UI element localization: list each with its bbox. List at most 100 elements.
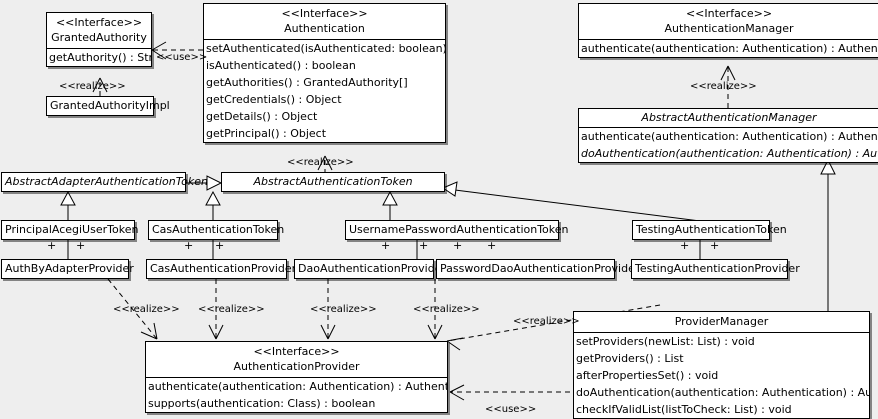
class-name: AuthByAdapterProvider — [5, 262, 134, 275]
operation: supports(authentication: Class) : boolea… — [148, 397, 376, 410]
class-name: PrincipalAcegiUserToken — [5, 223, 139, 236]
class-cas-authentication-token[interactable]: CasAuthenticationToken — [148, 220, 285, 240]
label-realize-password-dao-provider: <<realize>> — [413, 304, 480, 315]
class-header: <<Interface>> AuthenticationProvider — [146, 342, 447, 377]
association-marker: + — [453, 239, 463, 252]
label-use-provider-manager: <<use>> — [485, 404, 537, 415]
stereotype: <<Interface>> — [281, 7, 368, 20]
operations-compartment: authenticate(authentication: Authenticat… — [146, 377, 447, 412]
class-name: Authentication — [284, 22, 365, 35]
association-marker: + — [215, 239, 225, 252]
class-name: AbstractAuthenticationToken — [253, 175, 413, 188]
class-header: AuthByAdapterProvider — [2, 260, 134, 278]
class-cas-authentication-provider[interactable]: CasAuthenticationProvider — [146, 259, 297, 279]
operation: doAuthentication(authentication: Authent… — [576, 386, 869, 399]
operation: getAuthorities() : GrantedAuthority[] — [206, 76, 408, 89]
association-marker: + — [680, 239, 690, 252]
class-name: AbstractAuthenticationManager — [641, 111, 817, 124]
label-realize-granted-authority-impl: <<realize>> — [59, 81, 126, 92]
class-name: GrantedAuthorityImpl — [50, 99, 170, 112]
class-abstract-authentication-manager[interactable]: AbstractAuthenticationManager authentica… — [578, 108, 878, 163]
class-authentication-manager[interactable]: <<Interface>> AuthenticationManager auth… — [578, 3, 878, 58]
operation: getPrincipal() : Object — [206, 127, 327, 140]
class-name: CasAuthenticationProvider — [150, 262, 297, 275]
operation: isAuthenticated() : boolean — [206, 59, 356, 72]
label-realize-auth-by-adapter: <<realize>> — [113, 304, 180, 315]
class-name: CasAuthenticationToken — [152, 223, 285, 236]
class-header: TestingAuthenticationToken — [633, 221, 787, 239]
class-testing-authentication-provider[interactable]: TestingAuthenticationProvider — [631, 259, 800, 279]
class-header: UsernamePasswordAuthenticationToken — [346, 221, 569, 239]
operation: getProviders() : List — [576, 352, 684, 365]
class-name: ProviderManager — [674, 315, 769, 328]
operations-compartment: setAuthenticated(isAuthenticated: boolea… — [204, 39, 445, 142]
class-header: <<Interface>> GrantedAuthority — [47, 13, 151, 48]
association-marker: + — [184, 239, 194, 252]
operation: afterPropertiesSet() : void — [576, 369, 719, 382]
class-name: TestingAuthenticationProvider — [635, 262, 800, 275]
class-provider-manager[interactable]: ProviderManager setProviders(newList: Li… — [573, 311, 870, 419]
class-header: GrantedAuthorityImpl — [47, 97, 170, 115]
operations-compartment: setProviders(newList: List) : void getPr… — [574, 332, 869, 418]
class-dao-authentication-provider[interactable]: DaoAuthenticationProvider — [294, 259, 446, 279]
class-header: AbstractAuthenticationManager — [579, 109, 878, 127]
class-header: ProviderManager — [574, 312, 869, 332]
class-header: AbstractAdapterAuthenticationToken — [2, 173, 208, 191]
operation: checkIfValidList(listToCheck: List) : vo… — [576, 403, 792, 416]
class-header: CasAuthenticationProvider — [147, 260, 297, 278]
class-abstract-adapter-authentication-token[interactable]: AbstractAdapterAuthenticationToken — [1, 172, 208, 192]
class-principal-acegi-user-token[interactable]: PrincipalAcegiUserToken — [1, 220, 139, 240]
label-use-granted-authority: <<use>> — [156, 52, 208, 63]
label-realize-cas-provider: <<realize>> — [198, 304, 265, 315]
class-name: AuthenticationProvider — [233, 360, 360, 373]
class-authentication-provider[interactable]: <<Interface>> AuthenticationProvider aut… — [145, 341, 448, 413]
class-header: PrincipalAcegiUserToken — [2, 221, 139, 239]
stereotype: <<Interface>> — [685, 7, 773, 20]
class-name: PasswordDaoAuthenticationProvider — [440, 262, 640, 275]
operation: doAuthentication(authentication: Authent… — [581, 147, 878, 160]
stereotype: <<Interface>> — [253, 345, 340, 358]
operation: authenticate(authentication: Authenticat… — [581, 42, 878, 55]
label-realize-abstract-authentication-token: <<realize>> — [287, 157, 354, 168]
association-marker: + — [381, 239, 391, 252]
operations-compartment: getAuthority() : String — [47, 48, 151, 66]
class-name: UsernamePasswordAuthenticationToken — [349, 223, 569, 236]
class-name: AuthenticationManager — [664, 22, 794, 35]
operation: authenticate(authentication: Authenticat… — [581, 130, 878, 143]
class-name: AbstractAdapterAuthenticationToken — [5, 175, 208, 188]
class-name: DaoAuthenticationProvider — [298, 262, 446, 275]
association-marker: + — [47, 239, 57, 252]
operation: authenticate(authentication: Authenticat… — [148, 380, 447, 393]
association-marker: + — [710, 239, 720, 252]
class-header: AbstractAuthenticationToken — [222, 173, 444, 191]
class-granted-authority[interactable]: <<Interface>> GrantedAuthority getAuthor… — [46, 12, 152, 67]
class-testing-authentication-token[interactable]: TestingAuthenticationToken — [632, 220, 787, 240]
operation: setProviders(newList: List) : void — [576, 335, 755, 348]
operations-compartment: authenticate(authentication: Authenticat… — [579, 127, 878, 162]
class-username-password-authentication-token[interactable]: UsernamePasswordAuthenticationToken — [345, 220, 569, 240]
class-header: CasAuthenticationToken — [149, 221, 285, 239]
class-name: GrantedAuthority — [51, 31, 147, 44]
class-password-dao-authentication-provider[interactable]: PasswordDaoAuthenticationProvider — [436, 259, 640, 279]
association-marker: + — [487, 239, 497, 252]
operation: getDetails() : Object — [206, 110, 318, 123]
operation: setAuthenticated(isAuthenticated: boolea… — [206, 42, 445, 55]
class-name: TestingAuthenticationToken — [636, 223, 787, 236]
operations-compartment: authenticate(authentication: Authenticat… — [579, 39, 878, 57]
operation: getAuthority() : String — [49, 51, 151, 64]
label-realize-provider-manager: <<realize>> — [513, 316, 580, 327]
class-auth-by-adapter-provider[interactable]: AuthByAdapterProvider — [1, 259, 134, 279]
stereotype: <<Interface>> — [55, 16, 143, 29]
association-marker: + — [76, 239, 86, 252]
class-header: TestingAuthenticationProvider — [632, 260, 800, 278]
class-header: PasswordDaoAuthenticationProvider — [437, 260, 640, 278]
label-realize-abstract-authentication-manager: <<realize>> — [690, 81, 757, 92]
class-granted-authority-impl[interactable]: GrantedAuthorityImpl — [46, 96, 170, 116]
association-marker: + — [419, 239, 429, 252]
class-abstract-authentication-token[interactable]: AbstractAuthenticationToken — [221, 172, 445, 192]
class-header: DaoAuthenticationProvider — [295, 260, 446, 278]
label-realize-dao-provider: <<realize>> — [310, 304, 377, 315]
class-authentication[interactable]: <<Interface>> Authentication setAuthenti… — [203, 3, 446, 143]
